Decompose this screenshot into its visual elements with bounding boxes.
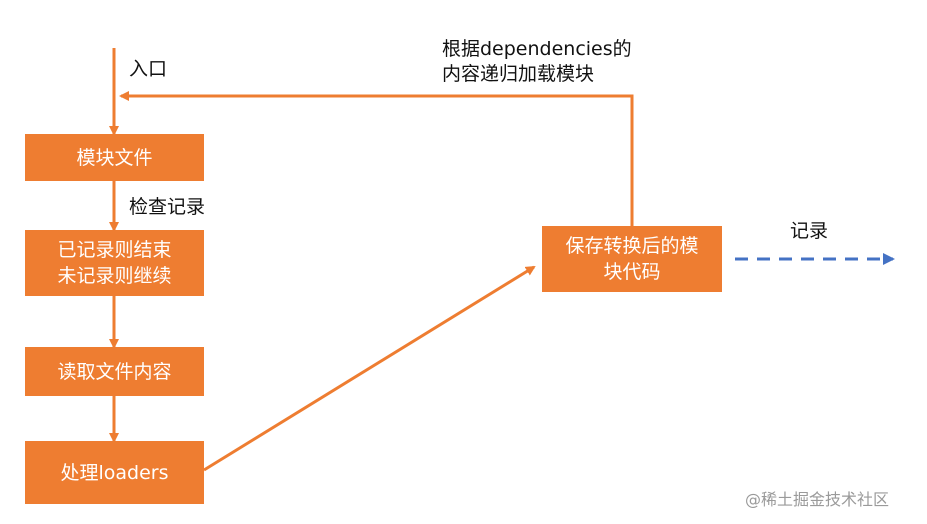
check-record-box: 已记录则结束 未记录则继续 xyxy=(25,230,204,296)
module-file-text: 模块文件 xyxy=(76,146,153,169)
process-loaders-text: 处理loaders xyxy=(60,461,169,484)
save-module-code-line-2: 块代码 xyxy=(603,261,661,283)
check-record-label: 检查记录 xyxy=(129,196,206,218)
process-loaders-box: 处理loaders xyxy=(25,441,204,504)
save-module-code-line-1: 保存转换后的模 xyxy=(565,235,699,257)
record-label: 记录 xyxy=(790,220,829,242)
entry-label: 入口 xyxy=(129,58,168,80)
read-content-text: 读取文件内容 xyxy=(57,360,172,383)
check-record-line-1: 已记录则结束 xyxy=(57,239,172,261)
save-arrow xyxy=(203,265,536,472)
module-file-box: 模块文件 xyxy=(25,134,204,181)
recurse-loop-arrow xyxy=(119,91,634,226)
recurse-label-line-2: 内容递归加载模块 xyxy=(442,63,595,85)
read-content-box: 读取文件内容 xyxy=(25,347,204,396)
save-module-code-box: 保存转换后的模 块代码 xyxy=(542,226,722,292)
check-record-line-2: 未记录则继续 xyxy=(57,265,172,287)
recurse-label-line-1: 根据dependencies的 xyxy=(442,38,632,60)
watermark: @稀土掘金技术社区 xyxy=(745,490,890,509)
